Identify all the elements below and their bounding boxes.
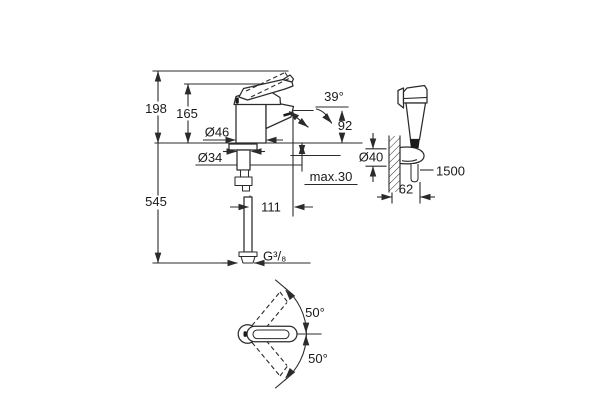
handle-top-view — [237, 279, 322, 389]
handle-logo-mark — [243, 331, 247, 337]
dim-label-545: 545 — [145, 194, 167, 209]
spray-head — [402, 84, 428, 104]
spray-handle-band — [409, 139, 420, 148]
dim-label-62: 62 — [399, 182, 413, 197]
hand-spray-set — [388, 84, 428, 193]
dim-label-165: 165 — [176, 106, 198, 121]
dim-label-rosette-diameter: Ø40 — [359, 150, 384, 165]
handle-lever-inner — [252, 329, 290, 340]
lever-raised-position-dashed — [245, 72, 290, 98]
dim-label-body-diameter: Ø46 — [205, 125, 230, 140]
threaded-shank — [236, 149, 251, 171]
dim-label-198: 198 — [145, 101, 167, 116]
shank-end — [241, 184, 251, 192]
handle-swing-up-dashed — [251, 291, 288, 334]
dim-label-swing-down: 50° — [308, 351, 328, 366]
dim-label-shank-diameter: Ø34 — [198, 150, 223, 165]
spray-trigger — [397, 87, 405, 109]
wall-section-hatch — [389, 136, 400, 192]
wall-holder-detail — [401, 159, 418, 162]
dim-label-swing-up: 50° — [305, 305, 325, 320]
handle-swing-down-dashed — [251, 334, 288, 377]
dim-label-thread: G³/₈ — [263, 249, 286, 264]
dimension-labels: 198 165 545 Ø46 Ø34 39° 92 max.30 111 G³… — [145, 89, 465, 366]
hose-end-flange — [238, 251, 258, 258]
faucet-side-view — [228, 72, 295, 264]
dim-label-92: 92 — [338, 118, 352, 133]
mounting-nut — [234, 176, 253, 187]
mounting-washer — [228, 143, 258, 151]
dimension-arrows — [154, 71, 435, 378]
flexible-supply-hose — [243, 196, 253, 253]
faucet-body — [235, 103, 267, 144]
dim-label-spray-angle: 39° — [324, 89, 344, 104]
shank-tube — [239, 169, 250, 178]
spray-hose-stub — [410, 164, 419, 183]
dim-label-max30: max.30 — [310, 169, 353, 184]
dim-label-1500: 1500 — [436, 164, 465, 179]
spray-handle — [405, 102, 427, 141]
spout — [265, 102, 295, 130]
dim-label-111: 111 — [261, 200, 281, 215]
handle-pivot-mark — [235, 97, 239, 104]
wall-holder — [399, 146, 425, 165]
hose-end-nut — [240, 255, 256, 264]
